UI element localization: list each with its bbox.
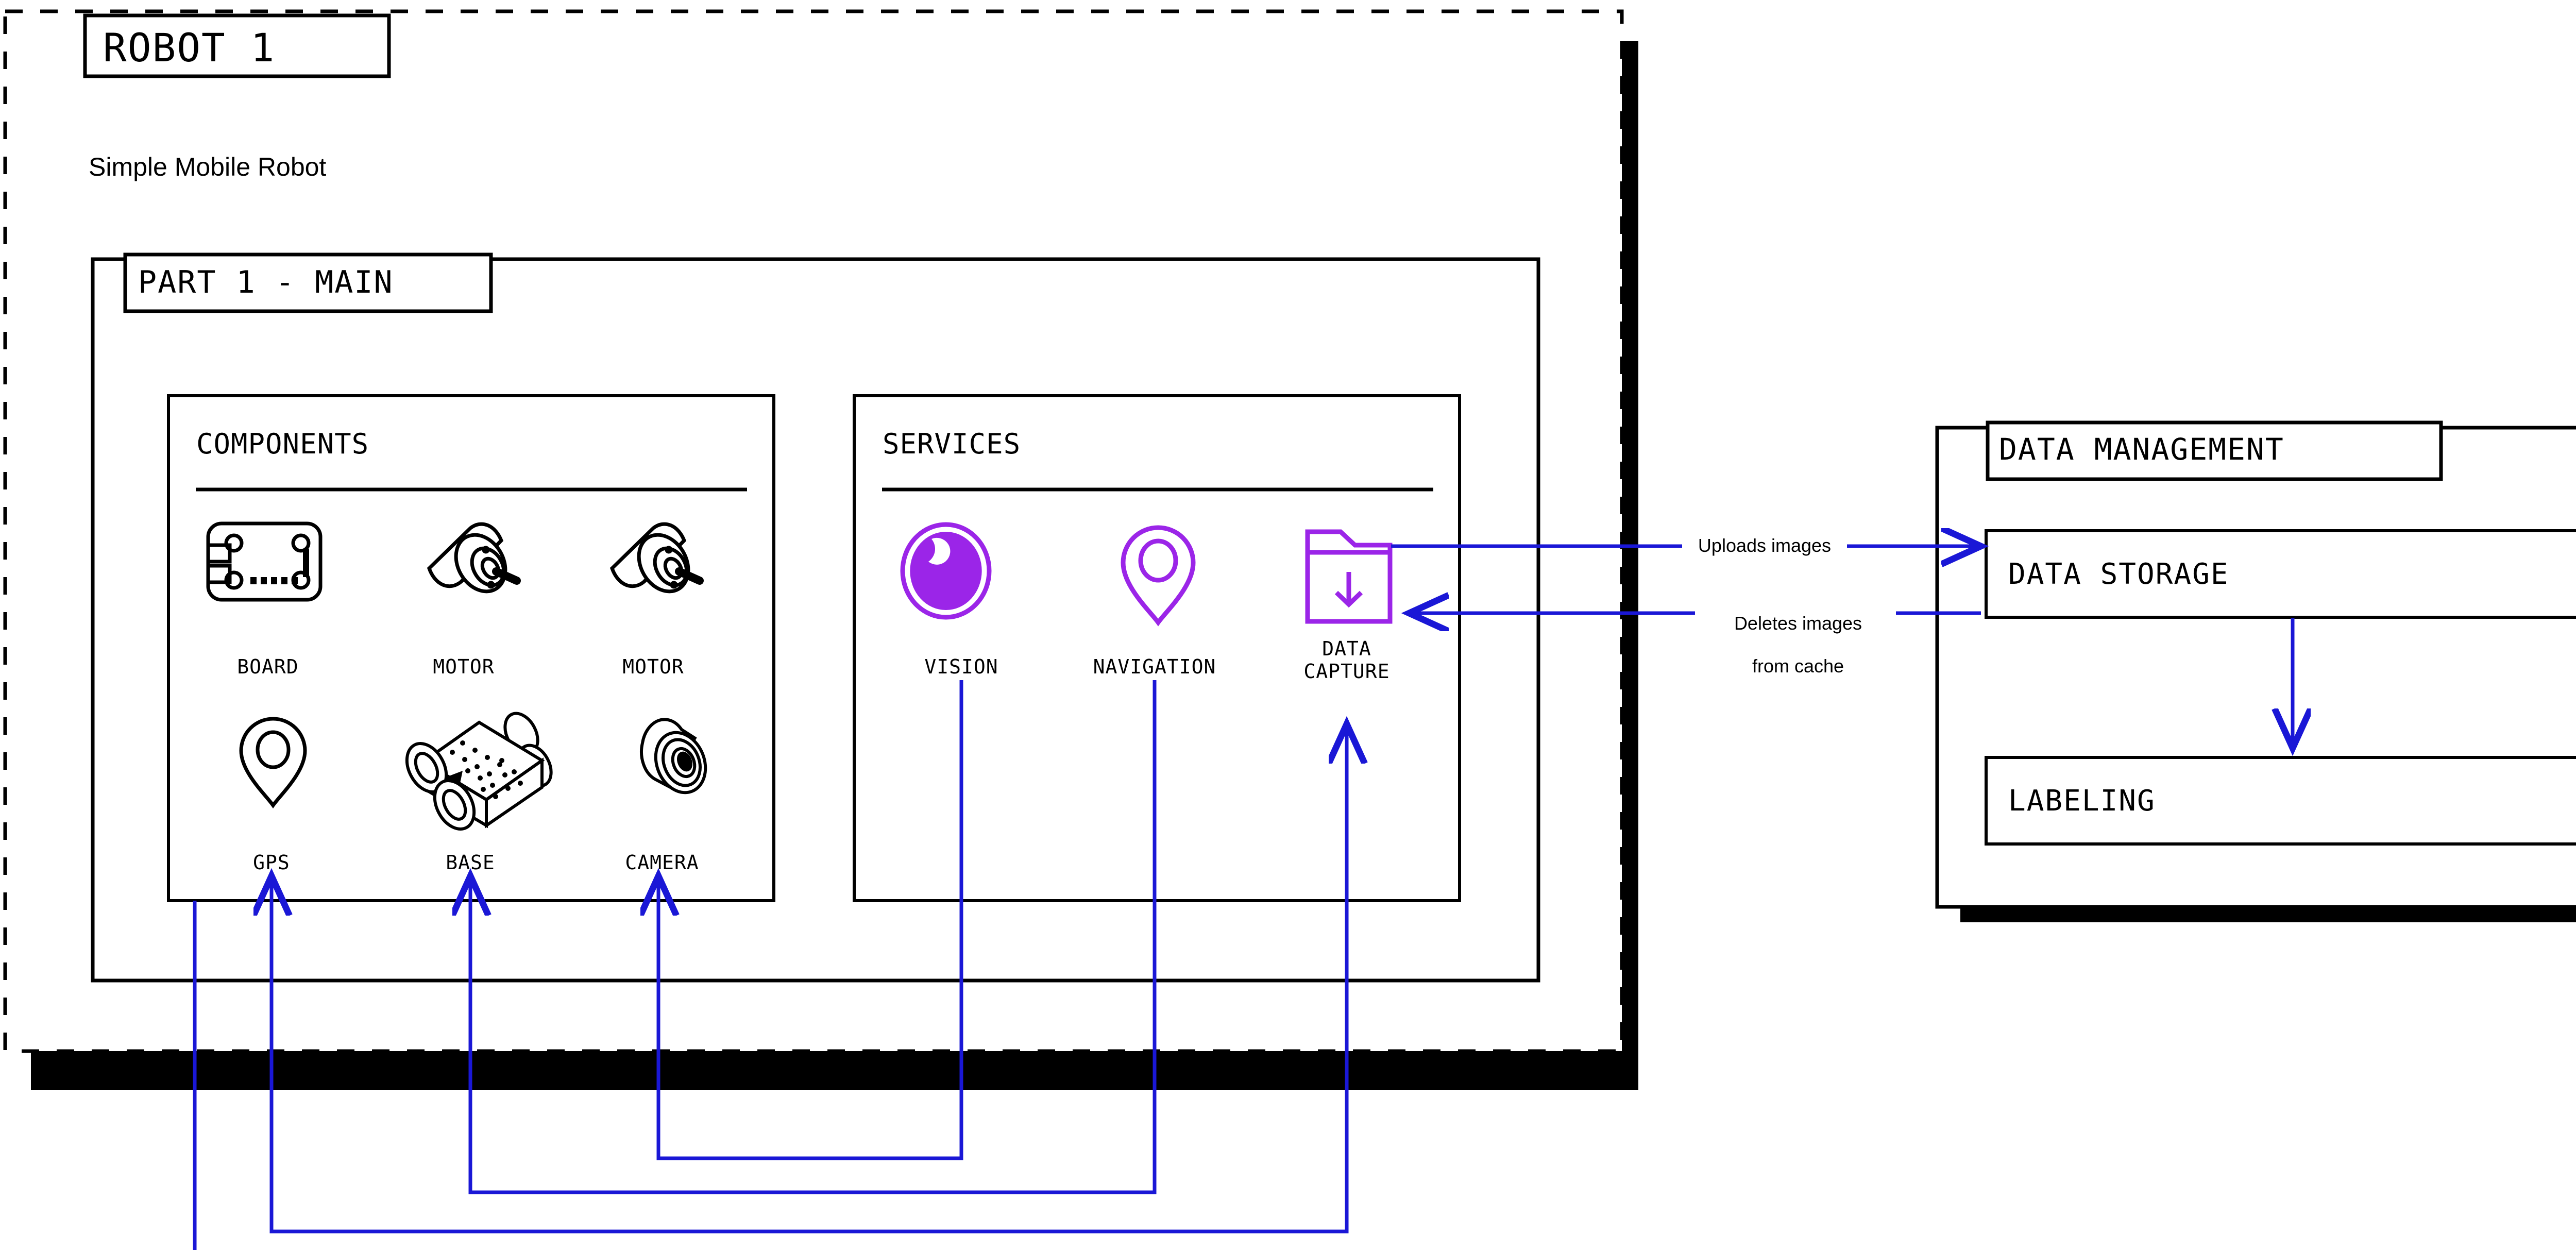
edge-navigation-to-gps xyxy=(272,724,1349,1234)
robot-title-chip xyxy=(83,13,391,78)
service-label-navigation: NAVIGATION xyxy=(1093,655,1216,678)
motor-icon xyxy=(427,522,521,594)
map-pin-outline-icon xyxy=(1121,525,1196,627)
component-label-camera: CAMERA xyxy=(625,851,699,874)
folder-download-icon xyxy=(1305,529,1393,624)
components-heading: COMPONENTS xyxy=(196,428,369,460)
edge-label-uploads-images: Uploads images xyxy=(1698,535,1832,556)
data-management-title-chip xyxy=(1986,420,2443,481)
map-pin-icon xyxy=(239,717,307,809)
edge-vision-to-camera xyxy=(658,680,963,1160)
services-heading: SERVICES xyxy=(883,428,1021,460)
component-label-motor-2: MOTOR xyxy=(622,655,684,678)
component-label-base: BASE xyxy=(446,851,495,874)
eye-icon xyxy=(900,522,992,620)
edge-label-deletes-images: Deletes images from cache xyxy=(1664,592,1911,698)
edge-label-deletes-line1: Deletes images xyxy=(1734,613,1862,634)
motor-icon xyxy=(609,522,704,594)
data-storage-label: DATA STORAGE xyxy=(2008,558,2229,591)
component-label-gps: GPS xyxy=(253,851,290,874)
edge-label-deletes-line2: from cache xyxy=(1752,655,1844,677)
robot-container-border xyxy=(3,9,1624,1053)
part1-title: PART 1 - MAIN xyxy=(138,264,394,300)
robot-base-icon xyxy=(405,712,553,831)
service-label-vision: VISION xyxy=(924,655,998,678)
circuit-board-icon xyxy=(206,521,323,602)
edge-navigation-to-base xyxy=(470,680,1157,1194)
part1-title-chip xyxy=(123,252,493,313)
labeling-block xyxy=(1985,756,2576,846)
data-storage-block xyxy=(1985,529,2576,619)
services-box xyxy=(853,394,1461,902)
data-management-title: DATA MANAGEMENT xyxy=(1999,432,2284,467)
robot-subtitle: Simple Mobile Robot xyxy=(89,153,327,181)
component-label-motor-1: MOTOR xyxy=(433,655,495,678)
robot-title: ROBOT 1 xyxy=(103,25,276,71)
camera-lens-icon xyxy=(640,718,707,795)
component-label-board: BOARD xyxy=(237,655,299,678)
labeling-label: LABELING xyxy=(2008,784,2156,818)
